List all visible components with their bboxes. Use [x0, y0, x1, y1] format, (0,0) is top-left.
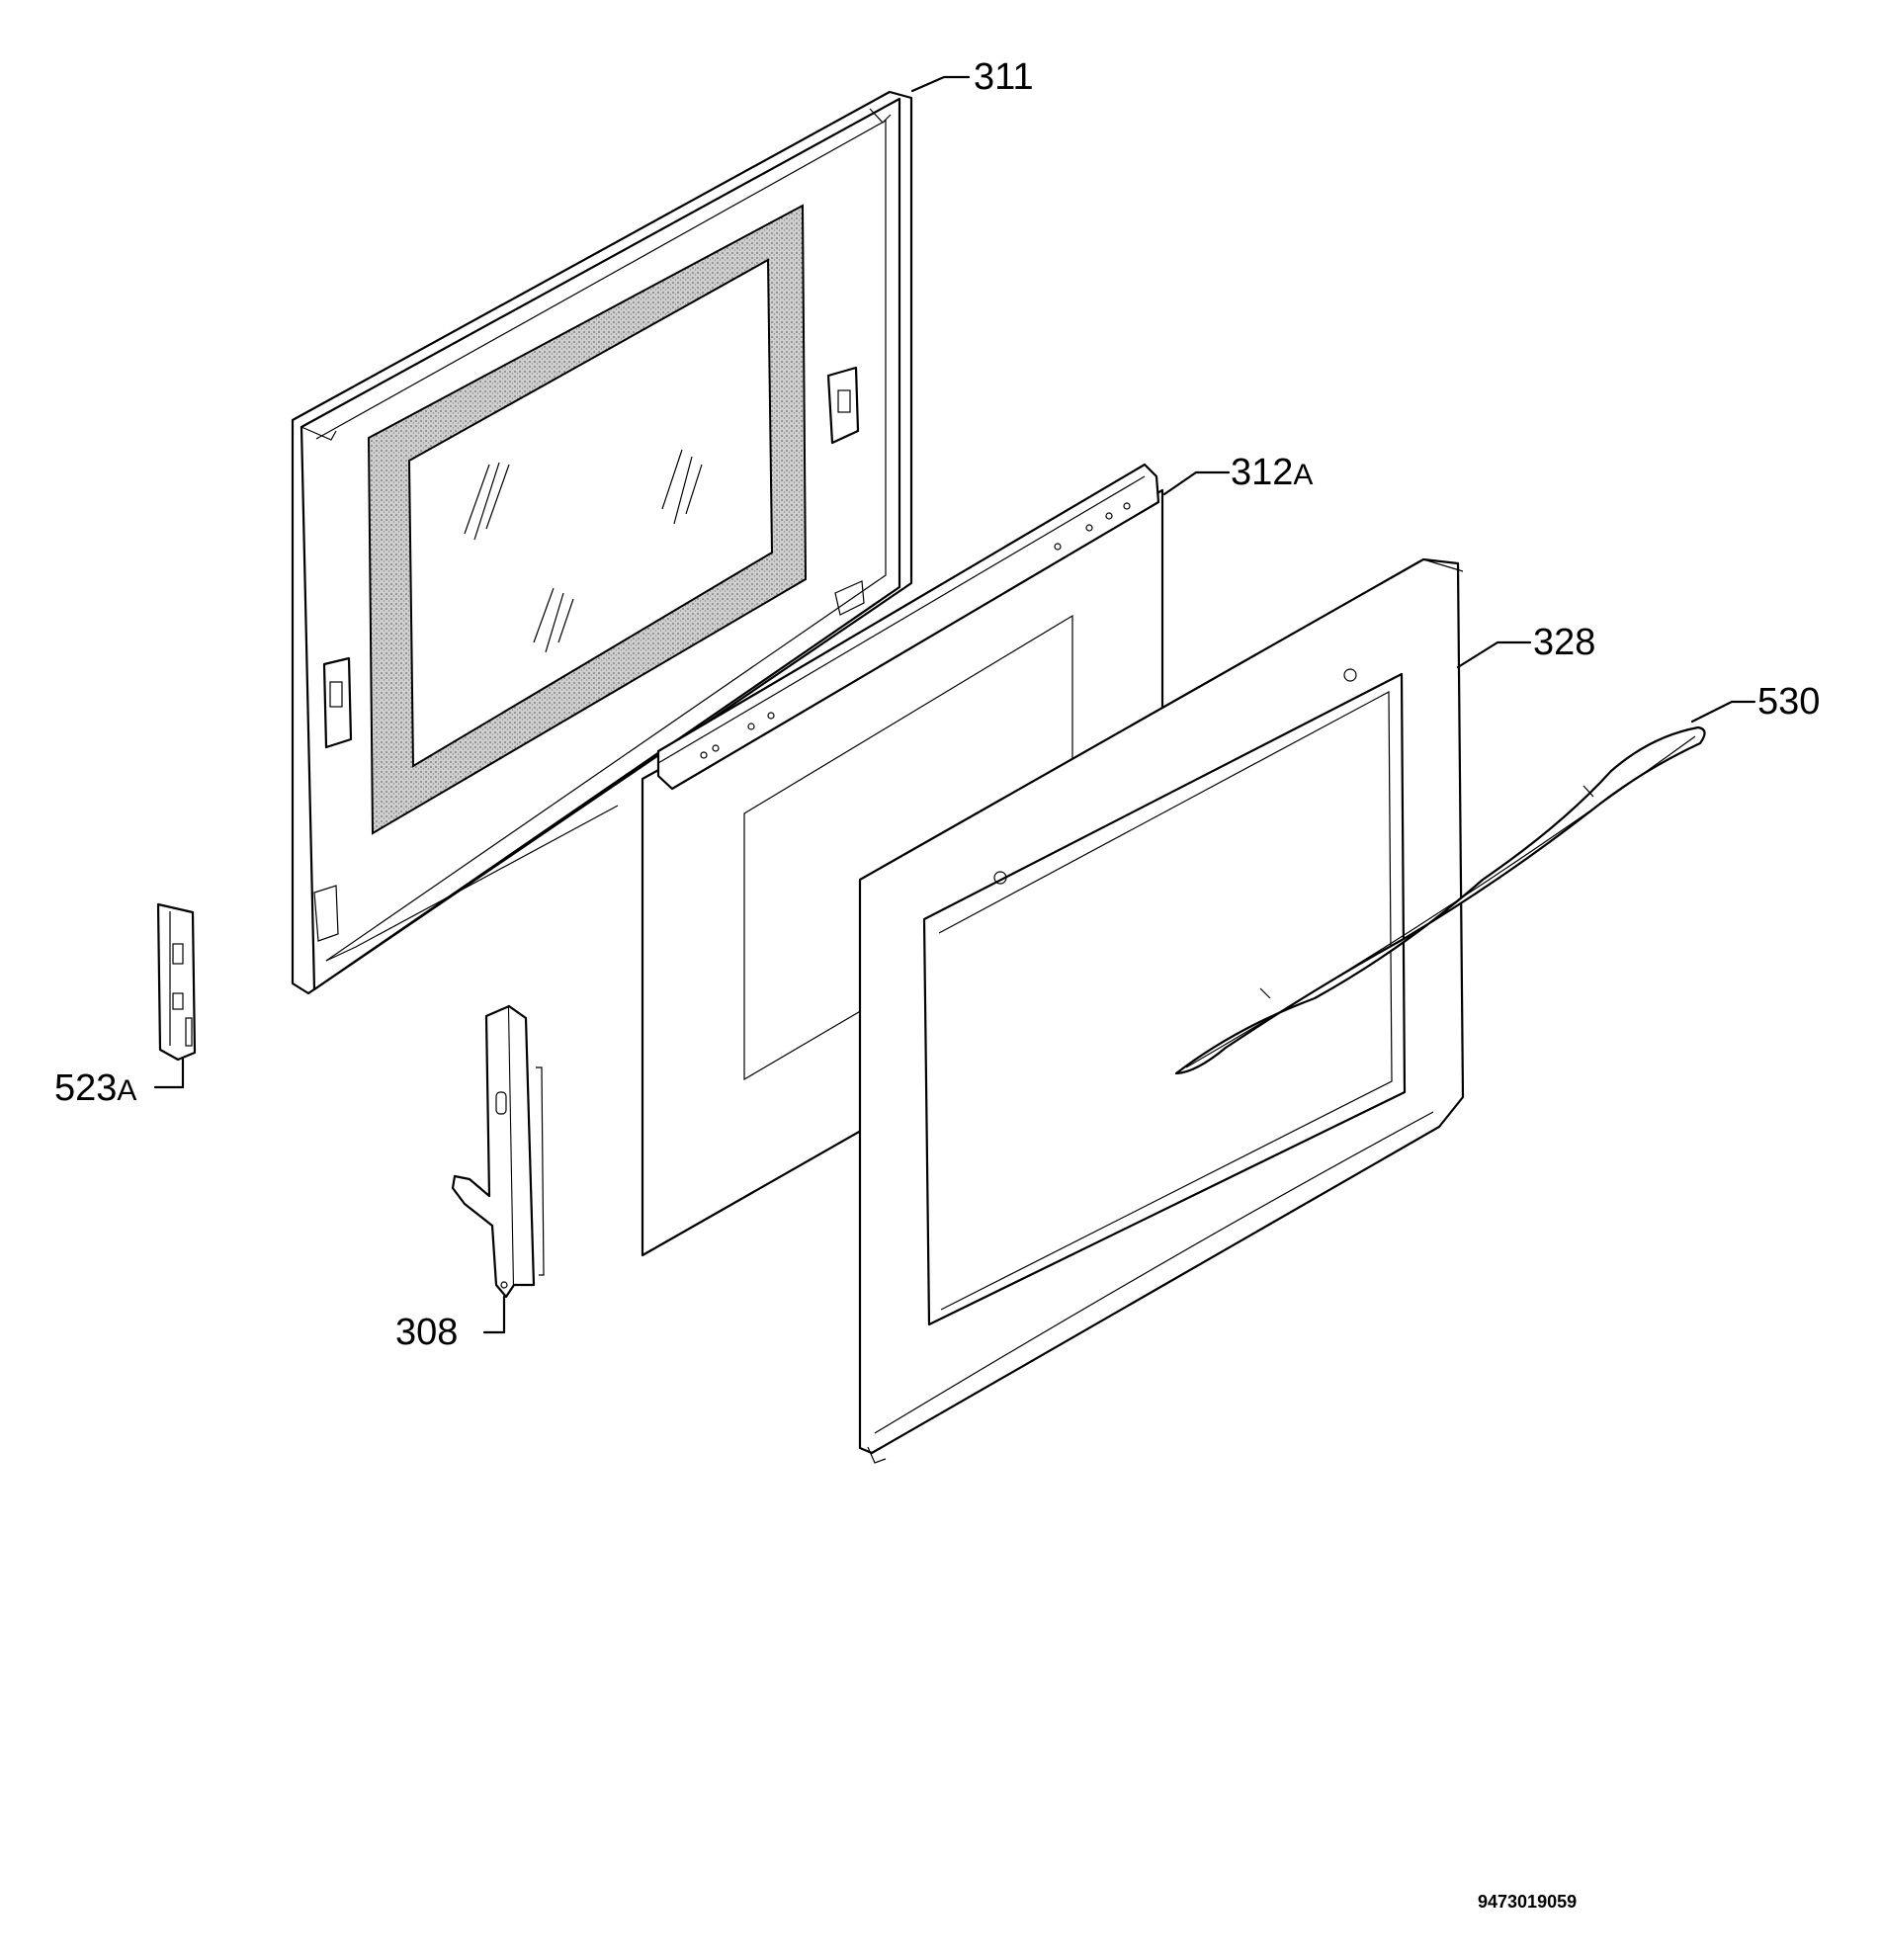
door-handle-530 — [1174, 725, 1706, 1075]
part-label-328: 328 — [1533, 622, 1595, 663]
part-label-311: 311 — [974, 56, 1034, 98]
part-label-523A: 523A — [54, 1067, 136, 1109]
outer-door-frame-328 — [858, 557, 1465, 1464]
frame-hole-left — [993, 871, 1007, 885]
part-label-308: 308 — [395, 1312, 458, 1353]
door-gasket — [367, 204, 808, 835]
leader-lines — [153, 75, 1756, 1334]
part-label-530: 530 — [1757, 681, 1820, 723]
document-number: 9473019059 — [1478, 1892, 1577, 1912]
glass-reflection-marks — [464, 449, 703, 653]
inner-door-panel-311 — [291, 90, 913, 995]
latch-part-523A — [156, 902, 197, 1062]
hinge-bracket-right — [826, 366, 860, 445]
rail-screw-holes — [700, 502, 1131, 759]
hinge-308 — [451, 1004, 545, 1299]
part-label-312A: 312A — [1231, 452, 1313, 493]
hinge-bracket-left — [322, 656, 353, 749]
frame-hole-right — [1343, 668, 1357, 682]
